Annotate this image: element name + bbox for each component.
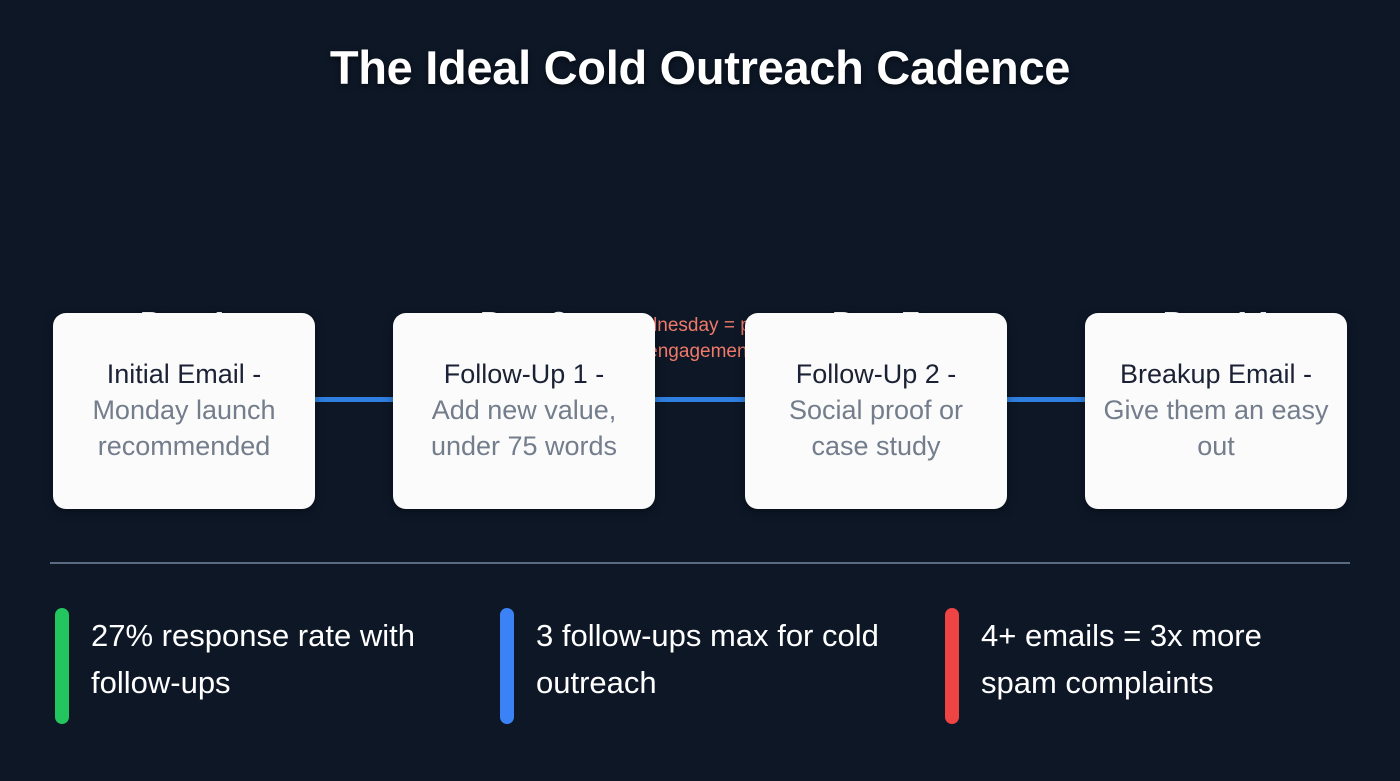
step-card-desc: Monday launch recommended xyxy=(92,395,276,461)
stat-label: 27% response rate with follow-ups xyxy=(91,618,415,701)
stat-accent-bar xyxy=(55,608,69,724)
step-card-title: Follow-Up 1 - xyxy=(443,359,605,390)
timeline-connector-line xyxy=(184,397,1216,402)
step-card-desc: Social proof or case study xyxy=(788,395,964,461)
stat-item-1: 3 follow-ups max for cold outreach xyxy=(500,608,886,724)
step-card-1[interactable]: Follow-Up 1 - Add new value, under 75 wo… xyxy=(393,313,655,509)
stat-item-0: 27% response rate with follow-ups xyxy=(55,608,441,724)
stat-label: 4+ emails = 3x more spam complaints xyxy=(981,618,1262,701)
stat-label: 3 follow-ups max for cold outreach xyxy=(536,618,879,701)
step-card-title: Breakup Email - xyxy=(1119,359,1313,390)
stat-accent-bar xyxy=(500,608,514,724)
step-card-2[interactable]: Follow-Up 2 - Social proof or case study xyxy=(745,313,1007,509)
step-card-title: Initial Email - xyxy=(106,359,262,390)
timeline-annotation: Wednesday = peak engagement xyxy=(618,315,782,363)
section-divider xyxy=(50,562,1350,564)
stat-item-2: 4+ emails = 3x more spam complaints xyxy=(945,608,1331,724)
step-card-0[interactable]: Initial Email - Monday launch recommende… xyxy=(53,313,315,509)
step-card-title: Follow-Up 2 - xyxy=(795,359,957,390)
timeline: Day 1 Day 3 Wednesday = peak engagement … xyxy=(0,150,1400,432)
step-card-desc: Give them an easy out xyxy=(1103,395,1329,461)
page-title: The Ideal Cold Outreach Cadence xyxy=(329,41,1071,94)
step-card-desc: Add new value, under 75 words xyxy=(430,395,618,461)
stat-accent-bar xyxy=(945,608,959,724)
step-card-3[interactable]: Breakup Email - Give them an easy out xyxy=(1085,313,1347,509)
